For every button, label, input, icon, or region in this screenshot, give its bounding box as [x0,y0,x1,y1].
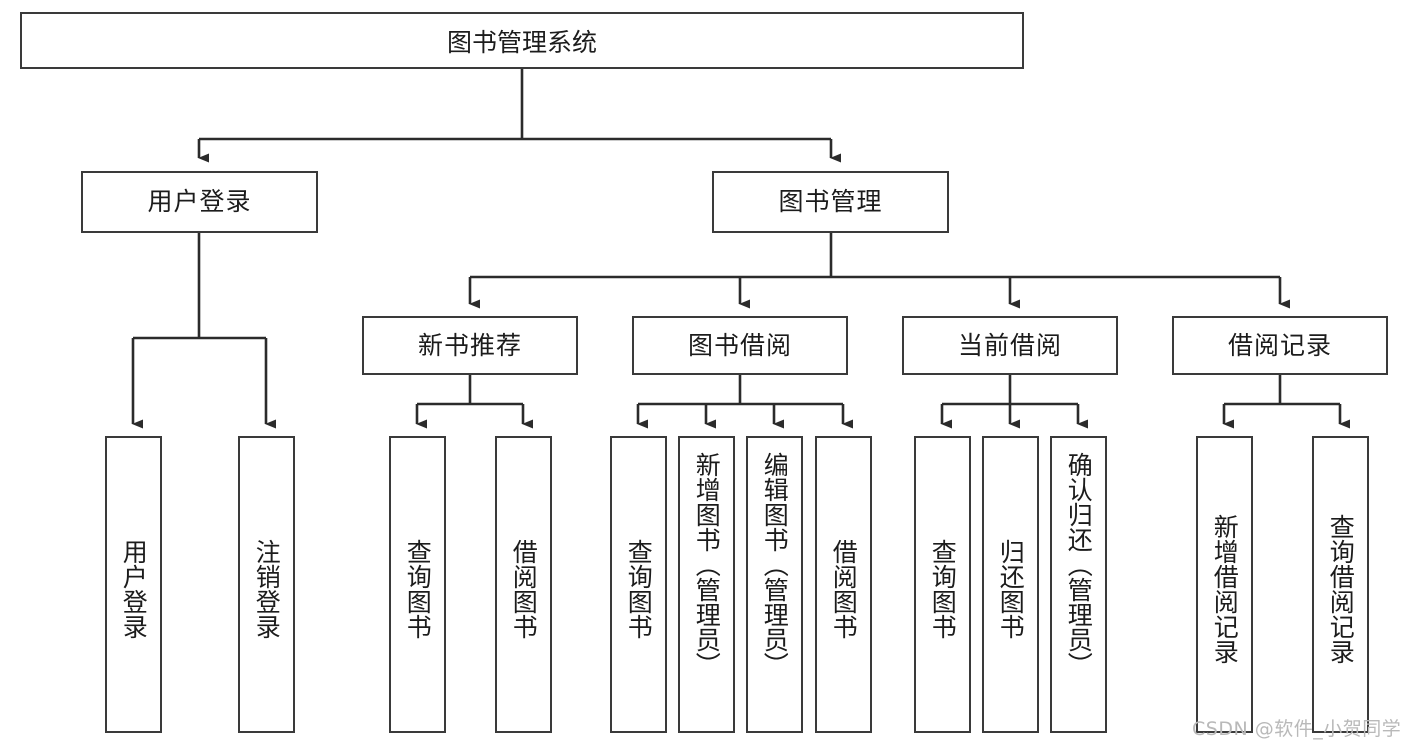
node-borrow-record-label: 借阅记录 [1227,330,1332,360]
leaf-new-book-borrow-label: 借阅图书 [509,538,539,639]
node-root-label: 图书管理系统 [446,27,597,57]
leaf-borrow-record-query-label: 查询借阅记录 [1326,513,1356,664]
node-book-borrow[interactable]: 图书借阅 [632,316,848,375]
leaf-new-book-query-label: 查询图书 [403,538,433,639]
leaf-current-borrow-confirm-label: 确认归还（管理员） [1064,452,1094,677]
node-current-borrow-label: 当前借阅 [957,330,1062,360]
node-book-borrow-label: 图书借阅 [687,330,792,360]
leaf-book-borrow-add[interactable]: 新增图书（管理员） [678,436,735,733]
leaf-book-borrow-add-label: 新增图书（管理员） [692,452,722,677]
node-new-book-recommend-label: 新书推荐 [417,330,522,360]
leaf-current-borrow-query-label: 查询图书 [928,538,958,639]
node-current-borrow[interactable]: 当前借阅 [902,316,1118,375]
node-book-management-label: 图书管理 [778,187,883,216]
node-new-book-recommend[interactable]: 新书推荐 [362,316,578,375]
leaf-new-book-borrow[interactable]: 借阅图书 [495,436,552,733]
leaf-user-login-signin-label: 用户登录 [119,538,149,639]
leaf-book-borrow-edit-label: 编辑图书（管理员） [760,452,790,677]
leaf-book-borrow-borrow-wrap: 借阅图书 [817,446,870,731]
leaf-borrow-record-add-wrap: 新增借阅记录 [1198,446,1251,731]
leaf-new-book-query[interactable]: 查询图书 [389,436,446,733]
leaf-new-book-query-wrap: 查询图书 [391,446,444,731]
leaf-book-borrow-edit-wrap: 编辑图书（管理员） [748,446,801,731]
leaf-new-book-borrow-wrap: 借阅图书 [497,446,550,731]
leaf-current-borrow-return-wrap: 归还图书 [984,446,1037,731]
leaf-book-borrow-edit[interactable]: 编辑图书（管理员） [746,436,803,733]
leaf-current-borrow-query-wrap: 查询图书 [916,446,969,731]
node-book-management[interactable]: 图书管理 [712,171,949,233]
leaf-book-borrow-query-wrap: 查询图书 [612,446,665,731]
leaf-current-borrow-query[interactable]: 查询图书 [914,436,971,733]
leaf-user-login-signout-wrap: 注销登录 [240,446,293,731]
leaf-user-login-signin[interactable]: 用户登录 [105,436,162,733]
leaf-borrow-record-query[interactable]: 查询借阅记录 [1312,436,1369,733]
leaf-book-borrow-add-wrap: 新增图书（管理员） [680,446,733,731]
csdn-watermark: CSDN @软件_小贺同学 [1192,718,1402,740]
leaf-book-borrow-borrow-label: 借阅图书 [829,538,859,639]
leaf-borrow-record-add-label: 新增借阅记录 [1210,513,1240,664]
leaf-borrow-record-query-wrap: 查询借阅记录 [1314,446,1367,731]
leaf-current-borrow-return[interactable]: 归还图书 [982,436,1039,733]
leaf-book-borrow-query-label: 查询图书 [624,538,654,639]
node-user-login-label: 用户登录 [147,187,252,216]
leaf-current-borrow-confirm[interactable]: 确认归还（管理员） [1050,436,1107,733]
leaf-current-borrow-return-label: 归还图书 [996,538,1026,639]
node-root-system[interactable]: 图书管理系统 [20,12,1024,69]
node-user-login[interactable]: 用户登录 [81,171,318,233]
leaf-user-login-signout[interactable]: 注销登录 [238,436,295,733]
leaf-book-borrow-query[interactable]: 查询图书 [610,436,667,733]
leaf-user-login-signout-label: 注销登录 [252,538,282,639]
leaf-borrow-record-add[interactable]: 新增借阅记录 [1196,436,1253,733]
leaf-book-borrow-borrow[interactable]: 借阅图书 [815,436,872,733]
leaf-current-borrow-confirm-wrap: 确认归还（管理员） [1052,446,1105,731]
leaf-user-login-signin-wrap: 用户登录 [107,446,160,731]
node-borrow-record[interactable]: 借阅记录 [1172,316,1388,375]
